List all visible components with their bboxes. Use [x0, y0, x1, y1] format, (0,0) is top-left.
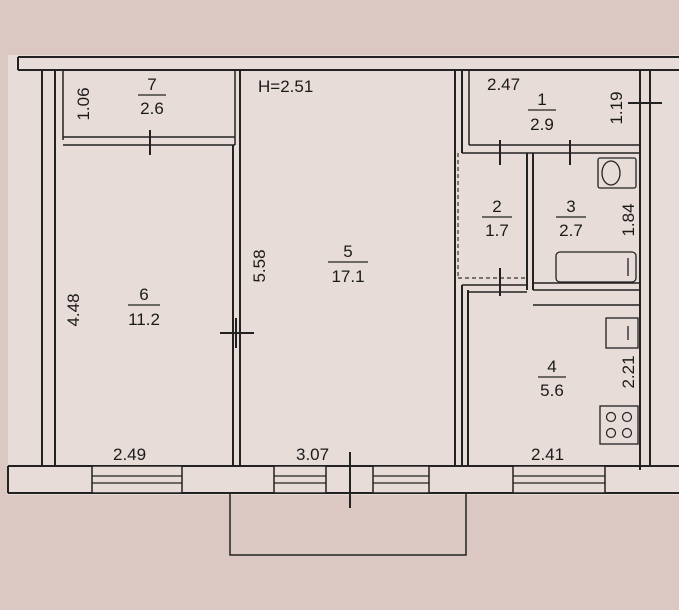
bathtub-fixture: [555, 251, 637, 283]
partition-5-services: [454, 70, 463, 466]
dimension-2-41: 2.41: [531, 445, 564, 464]
room-7-area: 2.6: [140, 99, 164, 118]
room-5-number: 5: [343, 242, 352, 261]
dimension-4-48: 4.48: [64, 293, 83, 326]
room-1-area: 2.9: [530, 115, 554, 134]
room-1-walls: [462, 70, 662, 470]
stove-fixture: [599, 405, 639, 445]
window-room-5: [273, 465, 430, 494]
dimension-2-21: 2.21: [619, 355, 638, 388]
toilet-fixture: [597, 157, 637, 189]
room-5-area: 17.1: [331, 267, 364, 286]
dimension-5-58: 5.58: [250, 249, 269, 282]
room-3-walls: [533, 282, 640, 291]
dimension-1-84: 1.84: [619, 203, 638, 236]
room-2-number: 2: [492, 197, 501, 216]
room-1-number: 1: [537, 90, 546, 109]
room-7-number: 7: [147, 75, 156, 94]
room-6-area: 11.2: [128, 310, 160, 329]
dimension-3-07: 3.07: [296, 445, 329, 464]
fraction-bars: [128, 94, 586, 378]
partition-6-5: [220, 70, 254, 466]
outer-top-wall: [17, 56, 679, 71]
dimension-2-49: 2.49: [113, 445, 146, 464]
dimension-1-06: 1.06: [74, 87, 93, 120]
room-4-number: 4: [547, 357, 556, 376]
sink-fixture: [605, 317, 639, 349]
room-3-area: 2.7: [559, 221, 583, 240]
room-4-walls: [461, 284, 640, 466]
room-6-number: 6: [139, 285, 148, 304]
room-3-number: 3: [566, 197, 575, 216]
window-room-6: [91, 465, 183, 494]
window-room-4: [512, 465, 606, 494]
room-2-area: 1.7: [485, 221, 509, 240]
dimension-1-19: 1.19: [607, 91, 626, 124]
ceiling-height-label: H=2.51: [258, 77, 313, 96]
room-7-walls: [62, 70, 236, 155]
room-2-walls: [457, 153, 534, 296]
room-4-area: 5.6: [540, 381, 564, 400]
outer-left-wall: [41, 70, 56, 466]
plan-sheet: [8, 55, 679, 495]
balcony: [229, 493, 467, 556]
dimension-2-47: 2.47: [487, 75, 520, 94]
